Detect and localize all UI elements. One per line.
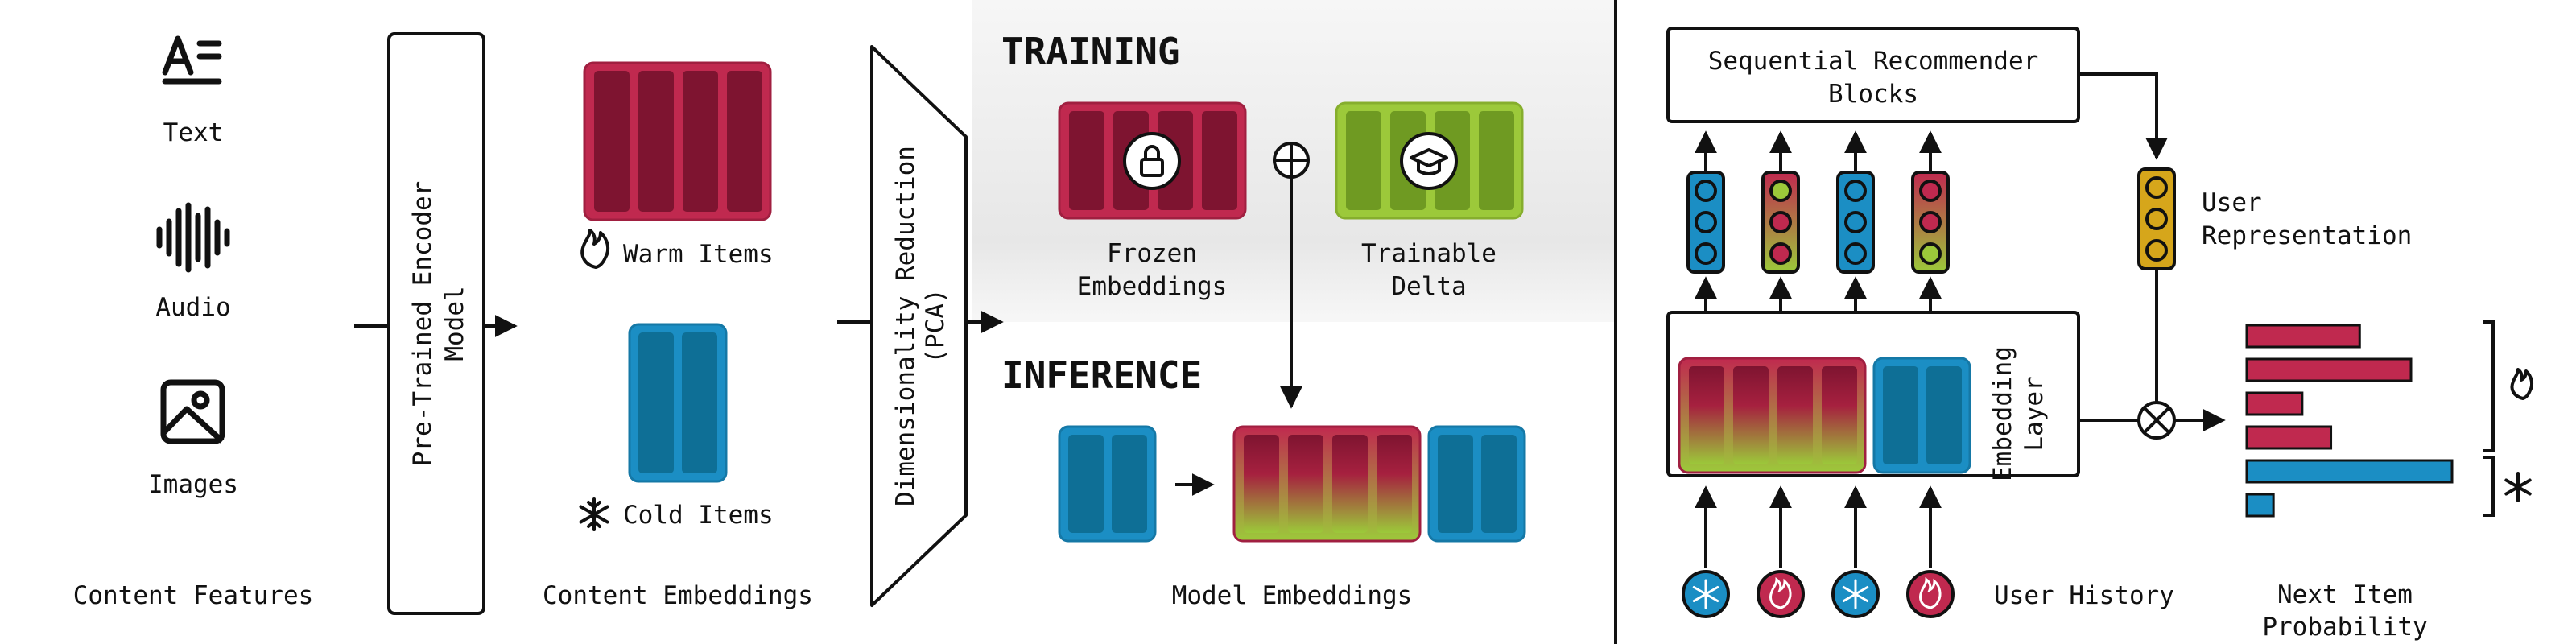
- history-flame-icon-1: [1757, 570, 1805, 618]
- history-snowflake-icon-2: [1831, 570, 1880, 618]
- probability-bar: [2245, 493, 2275, 518]
- multiply-circle-icon: [2137, 401, 2176, 440]
- user-rep-line1: User: [2202, 188, 2262, 217]
- token-column-2: [1761, 171, 1800, 274]
- next-item-line2: Probability: [2262, 613, 2427, 642]
- arrow-blocks-to-user-rep: [2079, 72, 2168, 160]
- embedding-warm-block: [1678, 357, 1867, 474]
- arrows-to-blocks: [1695, 130, 1942, 171]
- content-embeddings-title: Content Embeddings: [543, 581, 813, 610]
- reduction-label-line1: Dimensionality Reduction: [891, 146, 920, 506]
- plus-circle-icon: [1273, 142, 1310, 179]
- delta-label-line2: Delta: [1391, 272, 1466, 301]
- encoder-label-line1: Pre-Trained Encoder: [408, 181, 437, 467]
- history-flame-icon-2: [1906, 570, 1955, 618]
- token-column-1: [1686, 171, 1725, 274]
- recommender-blocks-line1: Sequential Recommender: [1708, 47, 2039, 76]
- content-features-title: Content Features: [73, 581, 314, 610]
- probability-bar: [2245, 357, 2413, 382]
- cold-embedding-block: [628, 323, 728, 483]
- image-icon: [160, 379, 225, 444]
- user-history-label: User History: [1994, 581, 2174, 610]
- arrows-to-columns: [1695, 276, 1942, 312]
- cold-bracket-snowflake-icon: [2504, 472, 2532, 502]
- frozen-label-line1: Frozen: [1107, 239, 1197, 268]
- model-warm-block: [1232, 425, 1422, 543]
- history-snowflake-icon-1: [1682, 570, 1730, 618]
- warm-bracket: [2483, 320, 2495, 452]
- warm-bracket-flame-icon: [2510, 368, 2534, 400]
- audio-waveform-icon: [156, 202, 230, 273]
- cold-items-label: Cold Items: [623, 501, 774, 530]
- probability-bar: [2245, 324, 2361, 349]
- lock-icon: [1123, 132, 1181, 190]
- embedding-layer-line2: Layer: [2020, 376, 2049, 451]
- model-embeddings-title: Model Embeddings: [1172, 581, 1413, 610]
- flame-icon: [580, 229, 610, 269]
- next-item-line1: Next Item: [2277, 580, 2413, 609]
- token-column-3: [1836, 171, 1875, 274]
- probability-bar: [2245, 459, 2454, 484]
- text-icon: [162, 35, 222, 85]
- embedding-cold-block: [1872, 357, 1971, 474]
- feature-label-images: Images: [148, 470, 238, 499]
- next-item-probability-bars: [2245, 324, 2454, 518]
- warm-embedding-block: [583, 61, 772, 221]
- snowflake-icon: [579, 497, 609, 531]
- arrows-history-to-embedding: [1695, 485, 1942, 568]
- delta-label-line1: Trainable: [1361, 239, 1496, 268]
- probability-bar: [2245, 425, 2333, 450]
- user-representation-token: [2137, 167, 2176, 270]
- user-rep-line2: Representation: [2202, 221, 2412, 250]
- graduation-cap-icon: [1400, 132, 1458, 190]
- content-features: Text Audio Images Content Features: [73, 35, 314, 610]
- warm-items-label: Warm Items: [623, 240, 774, 269]
- inference-cold-block: [1058, 425, 1157, 543]
- encoder-box: [387, 32, 485, 615]
- inference-heading: INFERENCE: [1001, 353, 1202, 397]
- feature-label-audio: Audio: [155, 293, 230, 322]
- embedding-layer-line1: Embedding: [1988, 346, 2017, 481]
- reduction-label-line2: (PCA): [921, 288, 950, 363]
- frozen-label-line2: Embeddings: [1077, 272, 1228, 301]
- model-cold-block: [1427, 425, 1526, 543]
- encoder-label-line2: Model: [440, 286, 469, 361]
- token-column-4: [1911, 171, 1950, 274]
- probability-bar: [2245, 391, 2304, 416]
- recommender-blocks-line2: Blocks: [1828, 80, 1918, 109]
- cold-bracket: [2483, 456, 2495, 517]
- reduction-trapezoid: [870, 45, 968, 607]
- feature-label-text: Text: [163, 118, 224, 147]
- training-heading: TRAINING: [1001, 30, 1180, 73]
